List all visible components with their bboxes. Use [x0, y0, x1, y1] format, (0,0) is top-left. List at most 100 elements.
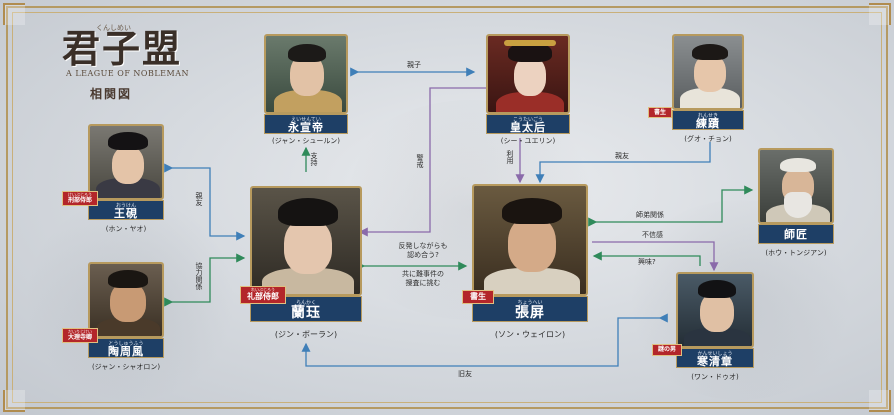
name-plate: とうしゅうふう 陶周風 — [88, 338, 164, 358]
character-name: 永宣帝 — [288, 121, 324, 134]
character-card[interactable]: れんせき 練蹟 書生 (グオ・チョン) — [672, 34, 744, 146]
relation-label: 反発しながらも 認め合う? — [378, 242, 468, 260]
character-card[interactable]: らんかく 蘭珏 (ジン・ボーラン) — [250, 186, 362, 344]
name-ruby: こうたいごう — [512, 117, 543, 123]
character-card[interactable]: とうしゅうふう 陶周風 (ジャン・シャオロン) — [88, 262, 164, 374]
name-plate: かんせいしょう 寒清章 — [676, 348, 754, 368]
character-name: 皇太后 — [510, 121, 546, 134]
character-name: 練蹟 — [696, 117, 720, 130]
title-tag: けいぶじろう 刑部侍郎 — [62, 191, 98, 206]
actor-name: (ホン・ヤオ) — [105, 225, 147, 233]
arrow-shinyu-left — [164, 163, 246, 241]
portrait — [472, 184, 588, 296]
portrait — [88, 262, 164, 338]
relation-label: 警戒 — [416, 154, 424, 168]
name-ruby: ちょうへい — [517, 300, 543, 306]
tag-label: 大理寺卿 — [67, 334, 92, 341]
name-plate: らんかく 蘭珏 — [250, 296, 362, 322]
actor-name: (ジャン・シャオロン) — [91, 363, 161, 371]
corner-ornament — [3, 3, 25, 25]
title-tag: だいりじけい 大理寺卿 — [62, 328, 98, 343]
character-card[interactable]: えいせんてい 永宣帝 (ジャン・シュールン) — [264, 34, 348, 146]
relation-label: 旧友 — [458, 370, 472, 378]
relation-line: 共に難事件の — [402, 270, 444, 278]
page-title: 相関図 — [90, 87, 133, 101]
character-name: 陶周風 — [108, 345, 144, 358]
character-name: 王硯 — [114, 207, 138, 220]
character-name: 寒清章 — [697, 355, 733, 368]
tag-ruby: れいぶじろう — [251, 287, 275, 292]
arrow-shitei — [588, 185, 754, 227]
actor-name: (ソン・ウェイロン) — [494, 330, 566, 339]
character-card[interactable]: かんせいしょう 寒清章 (ワン・ドゥオ) — [676, 272, 754, 384]
actor-name: (ホウ・トンジアン) — [765, 249, 827, 257]
actor-name: (ワン・ドゥオ) — [691, 373, 739, 381]
outer-frame — [6, 6, 888, 409]
tag-label: 礼部侍郎 — [247, 292, 279, 301]
corner-ornament — [869, 390, 891, 412]
actor-name: (シー・ユエリン) — [500, 137, 556, 145]
corner-ornament — [869, 3, 891, 25]
character-name: 蘭珏 — [291, 305, 321, 321]
relation-line: 認め合う? — [407, 251, 439, 259]
name-plate: れんせき 練蹟 — [672, 110, 744, 130]
name-ruby: えいせんてい — [291, 117, 321, 123]
relation-label: 利用 — [506, 150, 514, 164]
portrait — [250, 186, 362, 296]
arrow-keikai — [358, 87, 486, 237]
title-tag: 書生 — [462, 290, 494, 304]
title-tag: 謎の男 — [652, 344, 682, 356]
portrait — [88, 124, 164, 200]
actor-name: (グオ・チョン) — [684, 135, 732, 143]
inner-frame — [12, 12, 882, 403]
relation-label: 不信感 — [642, 231, 663, 239]
name-plate: おうけん 王硯 — [88, 200, 164, 220]
relation-label: 興味? — [638, 258, 656, 266]
character-card[interactable]: 師匠 (ホウ・トンジアン) — [758, 148, 834, 260]
arrow-kyomi — [592, 251, 701, 266]
relation-label: 師弟関係 — [636, 211, 664, 219]
logo-subtitle: A LEAGUE OF NOBLEMAN — [66, 69, 189, 78]
title-tag: れいぶじろう 礼部侍郎 — [240, 286, 286, 304]
arrow-shinyu-right — [535, 142, 711, 184]
logo-ruby: くんしめい — [96, 24, 131, 32]
corner-ornament — [3, 390, 25, 412]
name-ruby: かんせいしょう — [697, 351, 733, 357]
tag-label: 刑部侍郎 — [67, 197, 92, 204]
name-plate: こうたいごう 皇太后 — [486, 114, 570, 134]
character-card[interactable]: おうけん 王硯 (ホン・ヤオ) — [88, 124, 164, 236]
relation-label: 共に難事件の 捜査に挑む — [378, 270, 468, 288]
relation-label: 協力関係 — [195, 262, 203, 290]
relation-line: 反発しながらも — [398, 242, 448, 250]
portrait — [486, 34, 570, 114]
name-plate: 師匠 — [758, 224, 834, 244]
relation-line: 捜査に挑む — [405, 279, 441, 287]
logo-title: 君子盟 — [62, 26, 183, 71]
character-name: 張屏 — [515, 305, 545, 321]
title-tag: 書生 — [648, 107, 672, 118]
character-name: 師匠 — [784, 228, 808, 241]
relation-label: 親子 — [407, 61, 421, 69]
name-ruby: とうしゅうふう — [108, 341, 144, 347]
relation-label: 親友 — [195, 192, 203, 206]
portrait — [676, 272, 754, 348]
name-ruby: れんせき — [697, 113, 718, 119]
relation-label: 支持 — [310, 152, 318, 166]
character-card[interactable]: こうたいごう 皇太后 (シー・ユエリン) — [486, 34, 570, 146]
arrow-fushinkan — [592, 241, 719, 272]
actor-name: (ジン・ボーラン) — [274, 330, 338, 339]
tag-ruby: けいぶじろう — [68, 192, 92, 197]
actor-name: (ジャン・シュールン) — [272, 137, 340, 145]
character-card[interactable]: ちょうへい 張屏 (ソン・ウェイロン) — [472, 184, 588, 344]
arrow-kyoryoku — [164, 253, 246, 307]
name-ruby: らんかく — [295, 300, 316, 306]
name-ruby: おうけん — [115, 203, 136, 209]
relation-label: 親友 — [615, 152, 629, 160]
portrait — [758, 148, 834, 224]
tag-ruby: だいりじけい — [68, 329, 92, 334]
portrait — [264, 34, 348, 114]
arrow-kyuyu — [301, 313, 668, 367]
name-plate: えいせんてい 永宣帝 — [264, 114, 348, 134]
